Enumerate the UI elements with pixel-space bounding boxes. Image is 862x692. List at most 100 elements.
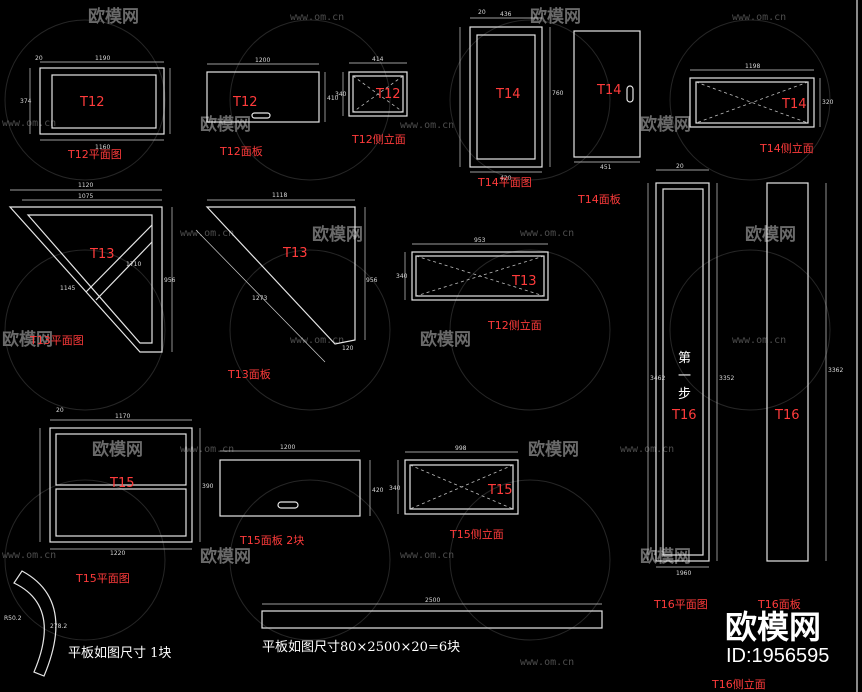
dim-text: 2500 <box>425 597 440 604</box>
t12-plan: 1190 1160 374 20 T12 T12平面图 <box>20 55 171 161</box>
t13-plan: 1120 1075 1145 956 1710 T13 T13平面图 <box>8 182 176 353</box>
view-caption: T12面板 <box>219 144 263 158</box>
arc-note: 平板如图尺寸 1块 <box>68 645 171 661</box>
step-char: 步 <box>678 387 691 402</box>
view-caption: T14平面图 <box>477 176 532 189</box>
t16-panel: 3362 T16 T16面板 T16侧立面 <box>711 182 843 691</box>
view-caption: T12侧立面 <box>351 132 406 146</box>
watermark-brand: 欧模网 <box>200 546 251 567</box>
watermark-brand: 欧模网 <box>2 329 53 350</box>
dim-text: 410 <box>327 95 339 102</box>
part-label: T12 <box>232 95 257 110</box>
t12-panel: 1200 410 T12 T12面板 <box>206 57 339 158</box>
dim-text: 20 <box>478 9 486 16</box>
watermark-brand: 欧模网 <box>745 224 796 245</box>
watermark-url: www.om.cn <box>180 228 234 239</box>
part-label: T13 <box>89 247 114 262</box>
dim-text: 278.2 <box>50 623 67 630</box>
dim-text: 1200 <box>255 57 270 64</box>
dim-text: 1145 <box>60 285 75 292</box>
t14-panel: 451 T14 T14面板 <box>573 30 641 206</box>
dim-text: 1220 <box>110 550 125 557</box>
part-label: T13 <box>282 246 307 261</box>
view-caption: T16平面图 <box>653 598 708 611</box>
watermark-url: www.om.cn <box>2 550 56 561</box>
watermark-brand: 欧模网 <box>200 114 251 135</box>
view-caption: T13平面图 <box>29 334 84 347</box>
part-label: T12 <box>79 95 104 110</box>
t14-side: 1198 320 T14 T14侧立面 <box>689 63 834 155</box>
dim-text: 414 <box>372 56 384 63</box>
view-caption: T14侧立面 <box>759 141 814 155</box>
watermark-url: www.om.cn <box>520 657 574 668</box>
watermark-url: www.om.cn <box>290 12 344 23</box>
part-label: T15 <box>487 483 512 498</box>
part-label: T15 <box>109 476 134 491</box>
part-label: T14 <box>596 83 621 98</box>
brand-watermark: 欧模网 ID:1956595 <box>725 608 829 667</box>
watermark-circles <box>4 19 831 641</box>
flat-board: 2500 平板如图尺寸80×2500×20=6块 <box>261 597 603 655</box>
t15-plan: 1170 1220 20 390 T15 T15平面图 <box>39 407 214 585</box>
part-label: T12 <box>375 87 400 102</box>
part-label: T14 <box>495 87 520 102</box>
dim-text: 1118 <box>272 192 287 199</box>
watermark-brand: 欧模网 <box>640 546 691 567</box>
watermark-url: www.om.cn <box>400 120 454 131</box>
step-char: 一 <box>678 369 691 384</box>
dim-text: 1710 <box>126 261 141 268</box>
dim-text: 120 <box>342 345 354 352</box>
watermark-url: www.om.cn <box>290 335 344 346</box>
watermark-brand: 欧模网 <box>88 6 139 27</box>
watermark-brand: 欧模网 <box>530 6 581 27</box>
dim-text: 1120 <box>78 182 93 189</box>
view-caption: T13面板 <box>227 367 271 381</box>
dim-text: 956 <box>164 277 176 284</box>
dim-text: 3462 <box>650 375 665 382</box>
dim-text: 760 <box>552 90 564 97</box>
watermark-brand: 欧模网 <box>420 329 471 350</box>
view-caption: T15面板 2块 <box>239 533 304 547</box>
dim-text: 390 <box>202 483 214 490</box>
dim-text: 1160 <box>95 144 110 151</box>
part-label: T14 <box>781 97 806 112</box>
dim-text: 998 <box>455 445 467 452</box>
part-label: T16 <box>774 408 799 423</box>
dim-text: 956 <box>366 277 378 284</box>
t14-plan: 436 420 760 20 T14 T14平面图 <box>459 9 564 189</box>
view-caption: T15平面图 <box>75 572 130 585</box>
watermark-brand: 欧模网 <box>640 114 691 135</box>
dim-text: 1198 <box>745 63 760 70</box>
dim-text: 20 <box>56 407 64 414</box>
t15-panel: 1200 420 T15面板 2块 <box>219 444 384 547</box>
t15-side: 998 340 T15 T15侧立面 <box>389 445 519 541</box>
watermark-brand: 欧模网 <box>312 224 363 245</box>
watermark-url: www.om.cn <box>400 550 454 561</box>
view-caption: T14面板 <box>577 192 621 206</box>
dim-text: 340 <box>396 273 408 280</box>
dim-text: 1200 <box>280 444 295 451</box>
dim-text: 1273 <box>252 295 267 302</box>
dim-text: 1075 <box>78 193 93 200</box>
step-char: 第 <box>678 351 691 366</box>
dim-text: 420 <box>372 487 384 494</box>
watermark-url: www.om.cn <box>520 228 574 239</box>
t13-panel: 1118 1273 956 120 T13 T13面板 <box>195 192 378 381</box>
brand-logo-text: 欧模网 <box>725 608 821 646</box>
dim-text: 340 <box>335 91 347 98</box>
dim-text: R50.2 <box>4 615 22 622</box>
flat-note: 平板如图尺寸80×2500×20=6块 <box>262 639 460 655</box>
part-label: T16 <box>671 408 696 423</box>
arc-board: R50.2 278.2 平板如图尺寸 1块 <box>4 570 171 677</box>
view-caption: T15侧立面 <box>449 527 504 541</box>
dim-text: 1190 <box>95 55 110 62</box>
view-caption: T16面板 <box>757 597 801 611</box>
model-id: ID:1956595 <box>726 645 829 667</box>
dim-text: 3362 <box>828 367 843 374</box>
view-caption: T12侧立面 <box>487 318 542 332</box>
dim-text: 1170 <box>115 413 130 420</box>
watermark-url: www.om.cn <box>2 118 56 129</box>
watermark-brand: 欧模网 <box>528 439 579 460</box>
t12-side: 414 340 T12 T12侧立面 <box>335 56 408 146</box>
